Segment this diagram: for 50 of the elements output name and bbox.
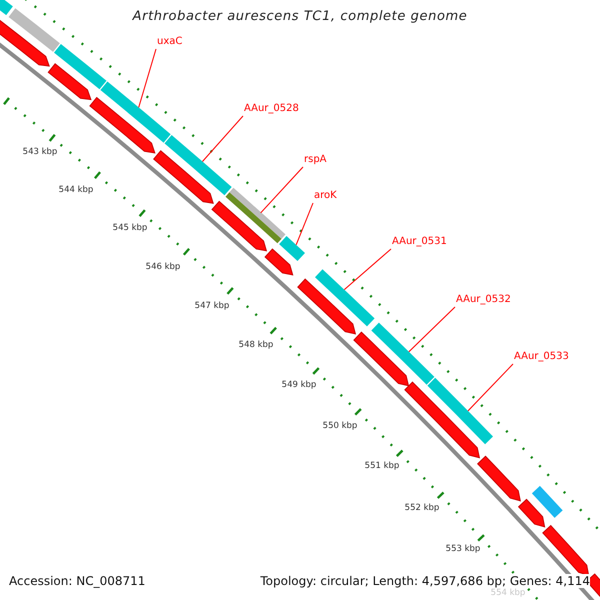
scale-label: 551 kbp <box>364 461 400 471</box>
pointed-gene-block <box>264 248 294 276</box>
gene-bar <box>427 378 493 444</box>
gene-label: AAur_0528 <box>244 103 299 114</box>
leader-line <box>296 202 314 246</box>
gene-bar <box>164 135 232 196</box>
gene-label: aroK <box>314 190 337 201</box>
pointed-gene-block <box>153 150 214 204</box>
gene-bar <box>226 188 286 244</box>
pointed-gene-block <box>212 200 267 252</box>
pointed-gene-block <box>297 278 356 334</box>
scale-label: 549 kbp <box>282 380 316 390</box>
gene-label: AAur_0532 <box>456 294 511 305</box>
gene-label: uxaC <box>157 36 182 47</box>
scale-label: 544 kbp <box>58 185 94 195</box>
scale-label: 543 kbp <box>22 147 58 157</box>
scale-label: 548 kbp <box>238 340 274 350</box>
gene-label: AAur_0533 <box>514 351 569 362</box>
leader-line <box>468 364 514 412</box>
leader-line <box>138 48 156 108</box>
map-title: Arthrobacter aurescens TC1, complete genome <box>131 9 468 24</box>
gene-bar <box>8 8 60 52</box>
leader-line <box>202 116 244 162</box>
gene-bar <box>532 486 563 518</box>
gene-bar <box>315 269 375 326</box>
gene-label: AAur_0531 <box>392 236 447 247</box>
gene-bar <box>100 82 171 143</box>
gene-bar <box>0 0 13 16</box>
genome-stats-text: Topology: circular; Length: 4,597,686 bp; Genes: 4,114 <box>260 574 590 588</box>
leader-line <box>344 248 392 290</box>
pointed-gene-block <box>542 525 590 576</box>
gene-label: rspA <box>304 154 327 165</box>
accession-text: Accession: NC_008711 <box>9 574 146 588</box>
pointed-gene-block <box>89 97 156 154</box>
gene-bar <box>371 322 434 385</box>
scale-label: 552 kbp <box>404 503 440 513</box>
pointed-gene-block <box>477 456 521 502</box>
pointed-gene-block <box>353 332 409 386</box>
pointed-gene-block <box>518 498 546 528</box>
pointed-gene-block <box>48 63 92 100</box>
scale-label: 547 kbp <box>194 301 230 311</box>
scale-label: 545 kbp <box>112 223 148 233</box>
scale-label: 553 kbp <box>446 544 480 554</box>
pointed-gene-block <box>404 382 480 458</box>
gene-bar <box>279 236 305 261</box>
scale-label: 550 kbp <box>322 421 358 431</box>
scale-label: 546 kbp <box>146 262 180 272</box>
leader-line <box>260 166 304 214</box>
gene-bar <box>54 44 106 90</box>
leader-line <box>408 306 456 352</box>
